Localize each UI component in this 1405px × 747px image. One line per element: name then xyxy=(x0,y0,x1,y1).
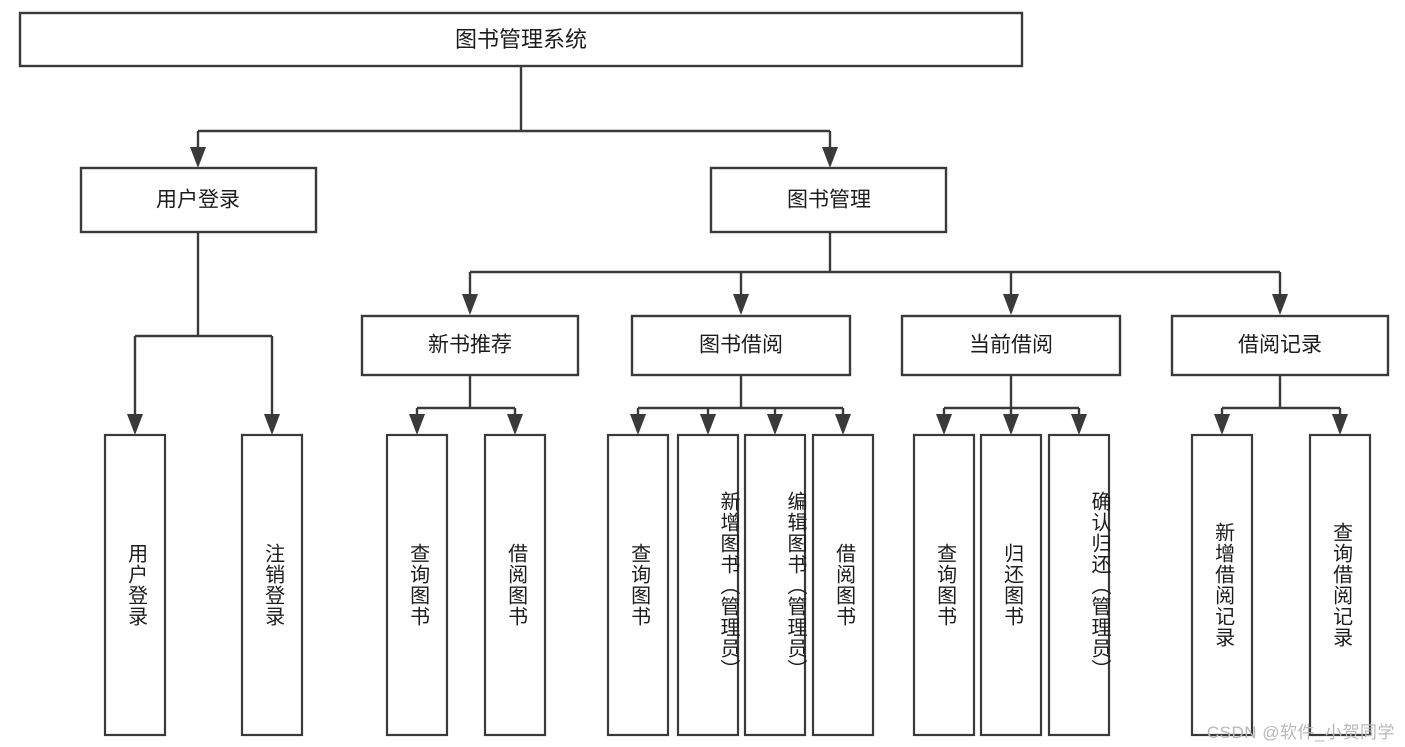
node-book-management-label: 图书管理 xyxy=(787,189,871,212)
edges-borrow-to-leaves xyxy=(630,375,851,435)
edges-new-book-to-leaves xyxy=(409,375,523,435)
node-user-login[interactable]: 用户登录 xyxy=(79,166,318,234)
leaf-box-query-book-current[interactable] xyxy=(912,433,976,737)
leaf-box-confirm-return-admin[interactable] xyxy=(1047,433,1111,737)
leaf-boxes xyxy=(103,433,1372,737)
arrow-records-leaf1 xyxy=(1214,414,1230,435)
leaf-box-query-borrow-record[interactable] xyxy=(1308,433,1372,737)
node-borrow-records-label: 借阅记录 xyxy=(1238,334,1322,357)
arrow-root-to-book-manage xyxy=(822,147,838,168)
arrow-borrow-leaf3 xyxy=(767,414,783,435)
node-root-label: 图书管理系统 xyxy=(455,27,587,52)
arrow-borrow-leaf4 xyxy=(835,414,851,435)
leaf-box-add-book-admin[interactable] xyxy=(676,433,740,737)
edges-current-to-leaves xyxy=(936,375,1087,435)
arrow-book-manage-records xyxy=(1272,294,1288,315)
arrow-book-manage-borrow xyxy=(733,294,749,315)
leaf-box-query-book-new[interactable] xyxy=(385,433,449,737)
node-book-management-box xyxy=(709,166,948,234)
node-book-borrow[interactable]: 图书借阅 xyxy=(630,314,852,377)
arrow-borrow-leaf1 xyxy=(630,414,646,435)
node-book-borrow-label: 图书借阅 xyxy=(699,334,783,357)
node-user-login-label: 用户登录 xyxy=(156,189,240,212)
arrow-records-leaf2 xyxy=(1332,414,1348,435)
node-current-borrow[interactable]: 当前借阅 xyxy=(900,314,1122,377)
leaf-box-add-borrow-record[interactable] xyxy=(1190,433,1254,737)
node-borrow-records-box xyxy=(1170,314,1390,377)
arrow-root-to-user-login xyxy=(190,147,206,168)
leaf-box-borrow-book[interactable] xyxy=(811,433,875,737)
node-user-login-box xyxy=(79,166,318,234)
node-root-system[interactable]: 图书管理系统 xyxy=(18,11,1024,68)
leaf-box-return-book[interactable] xyxy=(979,433,1043,737)
edges-user-login-to-leaves xyxy=(127,232,280,435)
leaf-box-edit-book-admin[interactable] xyxy=(743,433,807,737)
arrow-current-leaf2 xyxy=(1003,414,1019,435)
edges-book-manage-to-level3 xyxy=(462,232,1288,315)
leaf-box-logout[interactable] xyxy=(240,433,304,737)
node-new-book-recommend-label: 新书推荐 xyxy=(428,334,512,357)
arrow-current-leaf3 xyxy=(1071,414,1087,435)
arrow-user-login-leaf1 xyxy=(127,414,143,435)
arrow-book-manage-new-book xyxy=(462,294,478,315)
node-book-management[interactable]: 图书管理 xyxy=(709,166,948,234)
node-current-borrow-box xyxy=(900,314,1122,377)
arrow-user-login-leaf2 xyxy=(264,414,280,435)
arrow-new-book-leaf2 xyxy=(507,414,523,435)
edges-records-to-leaves xyxy=(1214,375,1348,435)
leaf-box-query-book-borrow[interactable] xyxy=(606,433,670,737)
node-root-box xyxy=(18,11,1024,68)
watermark-text: CSDN @软件_小贺同学 xyxy=(1206,723,1395,742)
edges-root-to-level2 xyxy=(190,66,838,168)
arrow-borrow-leaf2 xyxy=(700,414,716,435)
node-book-borrow-box xyxy=(630,314,852,377)
leaf-box-user-login[interactable] xyxy=(103,433,167,737)
node-current-borrow-label: 当前借阅 xyxy=(969,334,1053,357)
node-new-book-recommend[interactable]: 新书推荐 xyxy=(360,314,580,377)
leaf-box-borrow-book-new[interactable] xyxy=(483,433,547,737)
arrow-new-book-leaf1 xyxy=(409,414,425,435)
arrow-current-leaf1 xyxy=(936,414,952,435)
node-borrow-records[interactable]: 借阅记录 xyxy=(1170,314,1390,377)
node-new-book-recommend-box xyxy=(360,314,580,377)
arrow-book-manage-current xyxy=(1003,294,1019,315)
